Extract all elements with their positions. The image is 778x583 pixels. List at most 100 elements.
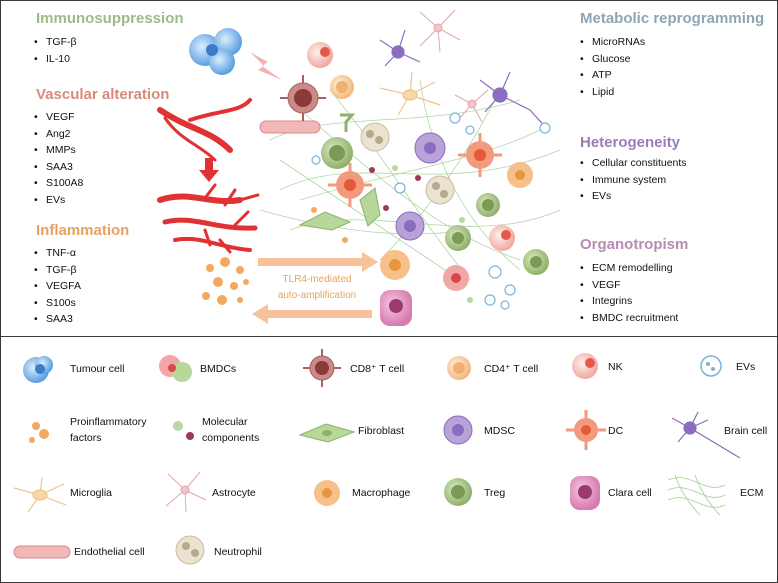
treg-cell [523, 249, 549, 275]
list-item: MMPs [34, 142, 83, 159]
legend-label-fibroblast: Fibroblast [358, 425, 405, 437]
forward-arrow [258, 252, 378, 272]
mdsc-cell [414, 132, 446, 164]
list-item: TNF-α [34, 245, 81, 262]
legend-label-ecm: ECM [740, 487, 764, 499]
legend-label-molecular: Molecular [202, 416, 248, 428]
heterogeneity-title: Heterogeneity [580, 134, 681, 151]
fibroblast-cell [298, 187, 381, 231]
list-item: MicroRNAs [580, 34, 645, 51]
legend-label-microglia: Microglia [70, 487, 113, 499]
legend-cd4-t-cell-icon [447, 356, 471, 380]
list-item: Cellular constituents [580, 155, 687, 172]
blood-vessel-leaky [157, 183, 260, 254]
list-item: BMDC recruitment [580, 310, 678, 327]
treg-cell [476, 193, 500, 217]
list-item: Lipid [580, 84, 645, 101]
legend-label-macrophage: Macrophage [352, 487, 411, 499]
proinflammatory-factor-dots [202, 207, 348, 305]
legend-neutrophil-icon [175, 535, 205, 565]
legend-clara-cell-icon [570, 476, 600, 510]
list-item: S100A8 [34, 175, 83, 192]
endothelial-cell [259, 120, 321, 134]
legend-label-treg: Treg [484, 487, 506, 499]
list-item: VEGF [580, 277, 678, 294]
cycle-label-line2: auto-amplification [277, 290, 357, 301]
legend-tumour-cell-icon [23, 356, 53, 383]
list-item: EVs [34, 192, 83, 209]
molecular-component-dots [369, 165, 473, 303]
legend-label-dc: DC [608, 425, 624, 437]
legend-mdsc-icon [443, 415, 473, 445]
clara-cell [380, 290, 412, 326]
list-item: ECM remodelling [580, 260, 678, 277]
legend-divider [0, 336, 778, 337]
dc-cell [328, 163, 372, 207]
legend-label-mdsc: MDSC [484, 425, 515, 437]
legend-label-nk: NK [608, 361, 623, 373]
brain-cells [379, 29, 549, 131]
inflammation-title: Inflammation [36, 222, 130, 239]
inflammation-list: TNF-αTGF-βVEGFAS100sSAA3 [34, 245, 81, 328]
backward-arrow [252, 304, 372, 324]
list-item: EVs [580, 188, 687, 205]
legend-fibroblast-icon [298, 423, 356, 443]
legend-microglia-icon [13, 477, 67, 513]
neutrophil-cell [425, 175, 455, 205]
legend-label-tumour-cell: Tumour cell [70, 363, 125, 375]
legend-label-cd8-t-cell: CD8⁺ T cell [350, 363, 405, 375]
legend-molecular-components-icon [173, 421, 194, 440]
dc-cell [458, 133, 502, 177]
list-item: VEGFA [34, 278, 81, 295]
legend-cd8-t-cell-icon [303, 349, 341, 387]
legend-ecm-icon [667, 474, 726, 516]
immunosuppression-title: Immunosuppression [36, 10, 184, 27]
immunosuppression-list: TGF-βIL-10 [34, 34, 77, 67]
list-item: Immune system [580, 172, 687, 189]
heterogeneity-list: Cellular constituentsImmune systemEVs [580, 155, 687, 205]
list-item: Ang2 [34, 126, 83, 143]
list-item: SAA3 [34, 311, 81, 328]
list-item: Integrins [580, 293, 678, 310]
lightning-icon [250, 52, 282, 80]
legend-evs-icon [700, 355, 722, 377]
list-item: TGF-β [34, 34, 77, 51]
legend-label-endothelial-cell: Endothelial cell [74, 546, 145, 558]
legend-label-clara-cell: Clara cell [608, 487, 652, 499]
cd4-t-cell [330, 75, 354, 99]
microglia-cell [379, 71, 441, 116]
legend-label-cd4-t-cell: CD4⁺ T cell [484, 363, 539, 375]
list-item: SAA3 [34, 159, 83, 176]
legend-proinflammatory-factors-icon [29, 422, 49, 443]
legend-nk-icon [572, 353, 598, 379]
organotropism-list: ECM remodellingVEGFIntegrinsBMDC recruit… [580, 260, 678, 326]
legend-label-factors: factors [70, 432, 102, 444]
legend-astrocyte-icon [165, 471, 207, 513]
macrophage-cell [507, 162, 533, 188]
astrocytes [419, 9, 489, 123]
legend-label-bmdcs: BMDCs [200, 363, 237, 375]
pin-marker [340, 113, 356, 132]
nk-cell [307, 42, 333, 68]
organotropism-title: Organotropism [580, 236, 689, 253]
list-item: VEGF [34, 109, 83, 126]
mdsc-cell [395, 211, 425, 241]
vascular-alteration-title: Vascular alteration [36, 86, 170, 103]
legend-label-brain-cell: Brain cell [724, 425, 768, 437]
macrophage-cell [380, 250, 410, 280]
legend-label-components: components [202, 432, 260, 444]
cd8-t-cell [280, 75, 326, 121]
tumour-cell-cluster [189, 28, 242, 75]
vascular-alteration-list: VEGFAng2MMPsSAA3S100A8EVs [34, 109, 83, 208]
down-arrow [199, 158, 219, 182]
cycle-label-line1: TLR4-mediated [282, 274, 352, 285]
list-item: TGF-β [34, 262, 81, 279]
list-item: S100s [34, 295, 81, 312]
metabolic-reprogramming-list: MicroRNAsGlucoseATPLipid [580, 34, 645, 100]
evs-particles [311, 112, 551, 310]
list-item: ATP [580, 67, 645, 84]
treg-cell [445, 225, 471, 251]
list-item: Glucose [580, 51, 645, 68]
legend-brain-cell-icon [671, 411, 741, 459]
list-item: IL-10 [34, 51, 77, 68]
